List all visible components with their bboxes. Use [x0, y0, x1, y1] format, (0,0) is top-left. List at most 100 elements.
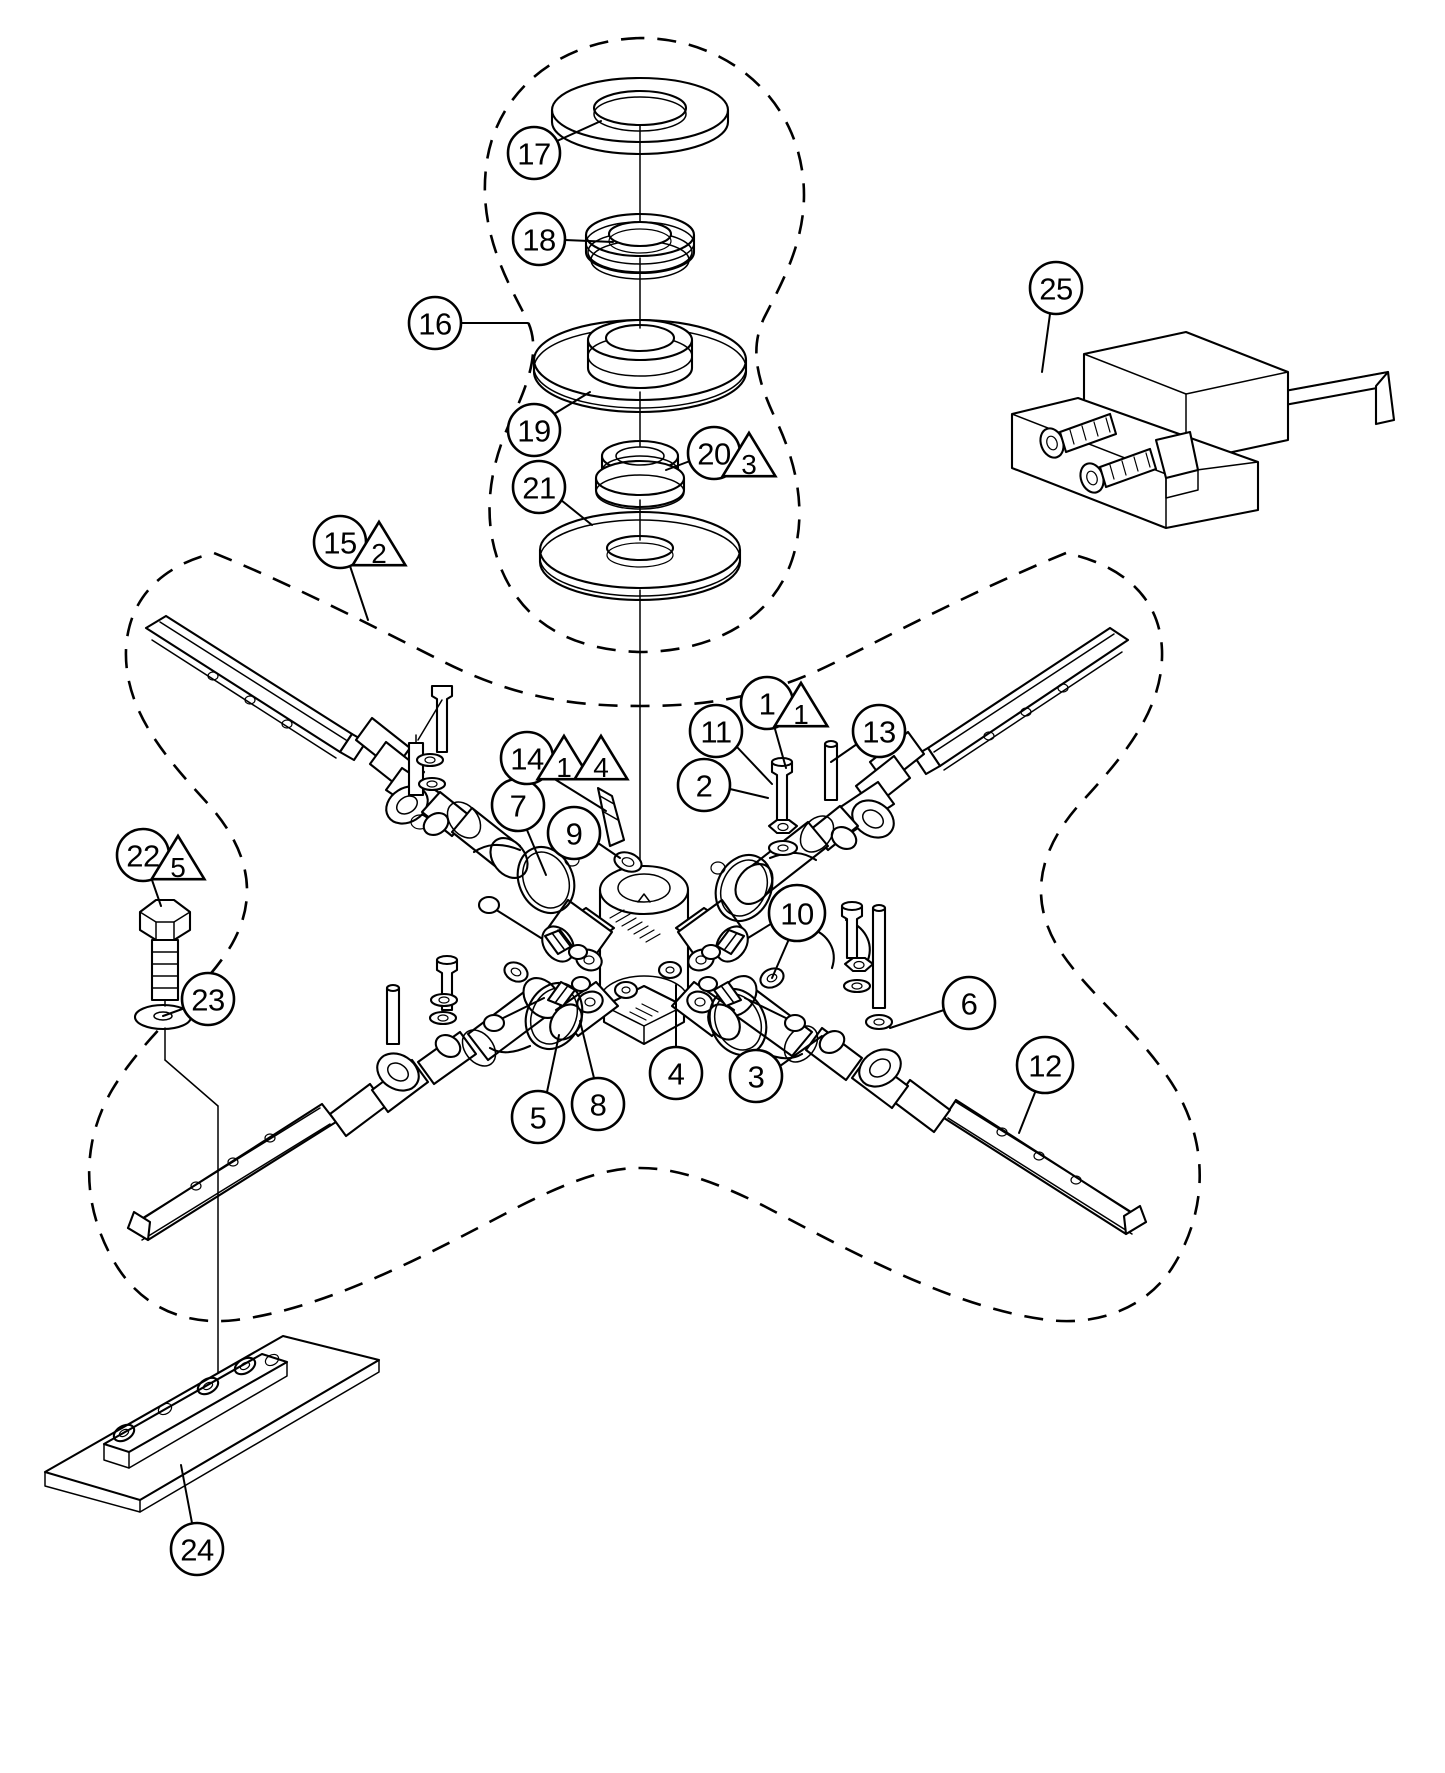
balloon-23[interactable]: 23 [180, 971, 236, 1027]
part-14-set-screw [596, 786, 626, 848]
part-25-clamp-fixture [1010, 330, 1396, 530]
balloon-number: 11 [700, 715, 731, 750]
balloon-circle [676, 757, 732, 813]
balloon-19[interactable]: 19 [506, 402, 562, 458]
balloon-circle [407, 295, 463, 351]
balloon-circle [570, 1076, 626, 1132]
balloon-8[interactable]: 8 [570, 1076, 626, 1132]
triangle-note-1-1[interactable]: 1 [772, 680, 830, 730]
fastener-stack-lower-right [840, 900, 894, 1031]
balloon-9[interactable]: 9 [546, 805, 602, 861]
phantom-envelope-15 [87, 551, 1201, 1323]
triangle-note-14-4[interactable]: 4 [572, 733, 630, 783]
balloon-17[interactable]: 17 [506, 125, 562, 181]
balloon-number: 16 [418, 307, 451, 342]
clamp-screw-lower [1079, 447, 1158, 494]
balloon-number: 10 [780, 897, 814, 932]
triangle-number: 1 [793, 699, 809, 730]
balloon-number: 25 [1039, 272, 1072, 307]
balloon-14[interactable]: 14 [499, 730, 555, 786]
balloon-21[interactable]: 21 [511, 459, 567, 515]
fastener-stack-upper-right [767, 739, 839, 857]
leader-line-12 [1018, 1089, 1037, 1134]
balloon-circle [688, 703, 744, 759]
balloon-18[interactable]: 18 [511, 211, 567, 267]
leader-line-10 [771, 938, 790, 979]
balloon-7[interactable]: 7 [490, 777, 546, 833]
triangle-note-20-3[interactable]: 3 [720, 430, 778, 480]
balloon-number: 9 [566, 817, 583, 852]
balloon-20[interactable]: 20 [686, 425, 742, 481]
balloon-24[interactable]: 24 [169, 1521, 225, 1577]
balloon-3[interactable]: 3 [728, 1048, 784, 1104]
balloon-circle [511, 211, 567, 267]
balloon-16[interactable]: 16 [407, 295, 463, 351]
hub-small-fasteners [477, 895, 871, 1033]
balloon-circle [169, 1521, 225, 1577]
balloon-12[interactable]: 12 [1015, 1035, 1075, 1095]
hub-hatch [609, 909, 661, 943]
balloon-2[interactable]: 2 [676, 757, 732, 813]
balloon-number: 24 [180, 1533, 214, 1568]
balloon-circle [510, 1089, 566, 1145]
balloon-25[interactable]: 25 [1028, 260, 1084, 316]
clamp-screw-upper [1039, 412, 1118, 459]
balloon-number: 8 [590, 1088, 607, 1123]
leader-line-14 [547, 774, 607, 812]
leader-line-20 [665, 460, 691, 471]
triangle-number: 2 [371, 538, 387, 569]
leader-line-11 [736, 746, 773, 785]
leader-line-15 [349, 565, 369, 621]
triangle-note-15-2[interactable]: 2 [350, 519, 408, 569]
balloon-number: 6 [961, 987, 978, 1022]
balloon-13[interactable]: 13 [851, 703, 907, 759]
leader-line-8 [579, 1020, 595, 1079]
balloon-number: 3 [748, 1060, 765, 1095]
rotor-arm-upper-left [144, 614, 529, 879]
balloon-circle [1028, 260, 1084, 316]
balloon-5[interactable]: 5 [510, 1089, 566, 1145]
balloon-number: 1 [759, 687, 776, 722]
leader-line-7 [526, 829, 547, 876]
leader-line-5 [546, 1034, 560, 1093]
fastener-stack-upper-left [407, 684, 454, 797]
leader-line-25 [1041, 313, 1051, 373]
balloon-number: 14 [510, 742, 544, 777]
leader-line-2 [729, 788, 769, 799]
balloon-10[interactable]: 10 [767, 883, 827, 943]
part-21-swashplate-lower [538, 510, 742, 602]
balloon-number: 12 [1028, 1049, 1061, 1084]
leader-line-21 [560, 499, 593, 526]
triangle-shape [572, 733, 630, 781]
balloon-6[interactable]: 6 [941, 975, 997, 1031]
balloon-15[interactable]: 15 [312, 514, 368, 570]
balloon-circle [506, 402, 562, 458]
balloon-11[interactable]: 11 [688, 703, 744, 759]
balloon-circle [648, 1045, 704, 1101]
assembly-axis-22-24 [164, 999, 219, 1396]
triangle-shape [350, 519, 408, 567]
balloon-number: 4 [668, 1057, 685, 1092]
triangle-number: 4 [593, 752, 609, 783]
balloon-number: 7 [510, 789, 527, 824]
balloon-number: 21 [522, 471, 555, 506]
balloon-circle [851, 703, 907, 759]
leader-line-17 [556, 120, 602, 142]
triangle-note-22-5[interactable]: 5 [149, 833, 207, 883]
triangle-note-14-1[interactable]: 1 [535, 733, 593, 783]
leader-line-1 [774, 728, 787, 769]
balloon-number: 23 [191, 983, 224, 1018]
balloon-number: 22 [126, 839, 159, 874]
balloon-circle [941, 975, 997, 1031]
triangle-shape [720, 430, 778, 478]
leader-line-18 [564, 239, 614, 243]
triangle-number: 1 [556, 752, 572, 783]
balloon-number: 13 [862, 715, 895, 750]
rotor-arm-lower-left [126, 977, 562, 1242]
triangle-number: 3 [741, 449, 757, 480]
balloon-number: 15 [323, 526, 356, 561]
balloon-number: 20 [697, 437, 731, 472]
balloon-number: 17 [517, 137, 550, 172]
balloon-4[interactable]: 4 [648, 1045, 704, 1101]
